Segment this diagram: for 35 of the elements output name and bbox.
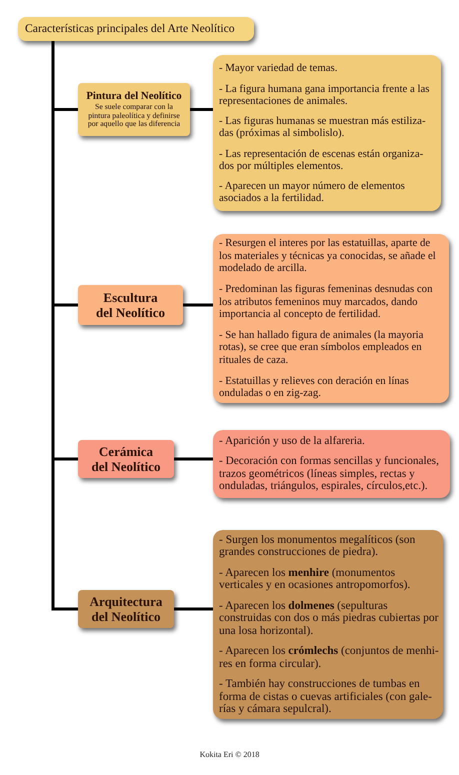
detail-panel	[213, 234, 449, 403]
detail-item: - Aparecen un mayor número de elementos asociados a la fertilidad.	[219, 180, 406, 204]
detail-item: - La figura humana gana importancia frente a las representaciones de animales.	[219, 82, 430, 106]
detail-item: - Se han hallado figura de animales (la mayoria rotas), se cree que eran símbolos empleados en rituales de caza.	[219, 328, 424, 368]
connector-line	[190, 108, 213, 111]
category-box	[78, 285, 183, 325]
connector-line	[174, 608, 213, 610]
detail-item: - Resurgen el interes por las estatuillas, aparte de los materiales y técnicas ya conocidas, se añade el modelado de arcilla.	[219, 236, 437, 276]
detail-item: - Las figuras humanas se muestran más estiliza-das (próximas al simbolislo).	[219, 115, 427, 139]
detail-item: - Decoración con formas sencillas y funcionales, trazos geométricos (líneas simples, rectas y onduladas, triángulos, espirales, círculos,etc.).	[219, 455, 440, 493]
category-heading: Pintura del Neolítico	[86, 90, 182, 102]
detail-item: - Las representación de escenas están organiza-dos por múltiples elementos.	[219, 148, 424, 172]
category-box	[78, 83, 190, 136]
detail-item: - Estatuillas y relieves con deración en línas onduladas o en zig-zag.	[219, 374, 410, 400]
detail-panel	[213, 530, 443, 719]
connector-line	[174, 458, 213, 460]
title-box	[18, 17, 254, 41]
detail-panel	[213, 430, 450, 498]
detail-item: - Aparecen los menhire (monumentos verticales y en ocasiones antropomorfos).	[219, 566, 412, 592]
category-heading: Arquitectura del Neolítico	[88, 594, 164, 624]
category-box	[78, 440, 174, 478]
connector-line	[183, 304, 213, 306]
detail-item: - También hay construcciones de tumbas en forma de cistas o cuevas artificiales (con gale-rías y cámara sepulcral).	[219, 678, 433, 716]
category-heading: Escultura del Neolítico	[95, 290, 166, 320]
detail-item: - Aparecen los dolmenes (sepulturas construidas con dos o más piedras cubiertas por una losa horizontal).	[219, 600, 440, 637]
title-text: Características principales del Arte Neolítico	[25, 22, 235, 36]
category-box	[78, 590, 174, 628]
detail-item: - Surgen los monumentos megalíticos (son grandes construcciones de piedra).	[219, 534, 416, 558]
category-heading: Cerámica del Neolítico	[90, 444, 162, 474]
detail-item: - Mayor variedad de temas.	[219, 62, 338, 74]
detail-item: - Predominan las figuras femeninas desnudas con los atributos femeninos muy marcados, dando importancia al concepto de fertilidad.	[219, 282, 434, 322]
detail-panel	[213, 55, 441, 211]
detail-item: - Aparición y uso de la alfareria.	[219, 435, 366, 448]
detail-item: - Aparecen los crómlechs (conjuntos de menhi-res en forma circular).	[219, 645, 440, 670]
credit-text: Kokita Eri © 2018	[200, 750, 260, 760]
